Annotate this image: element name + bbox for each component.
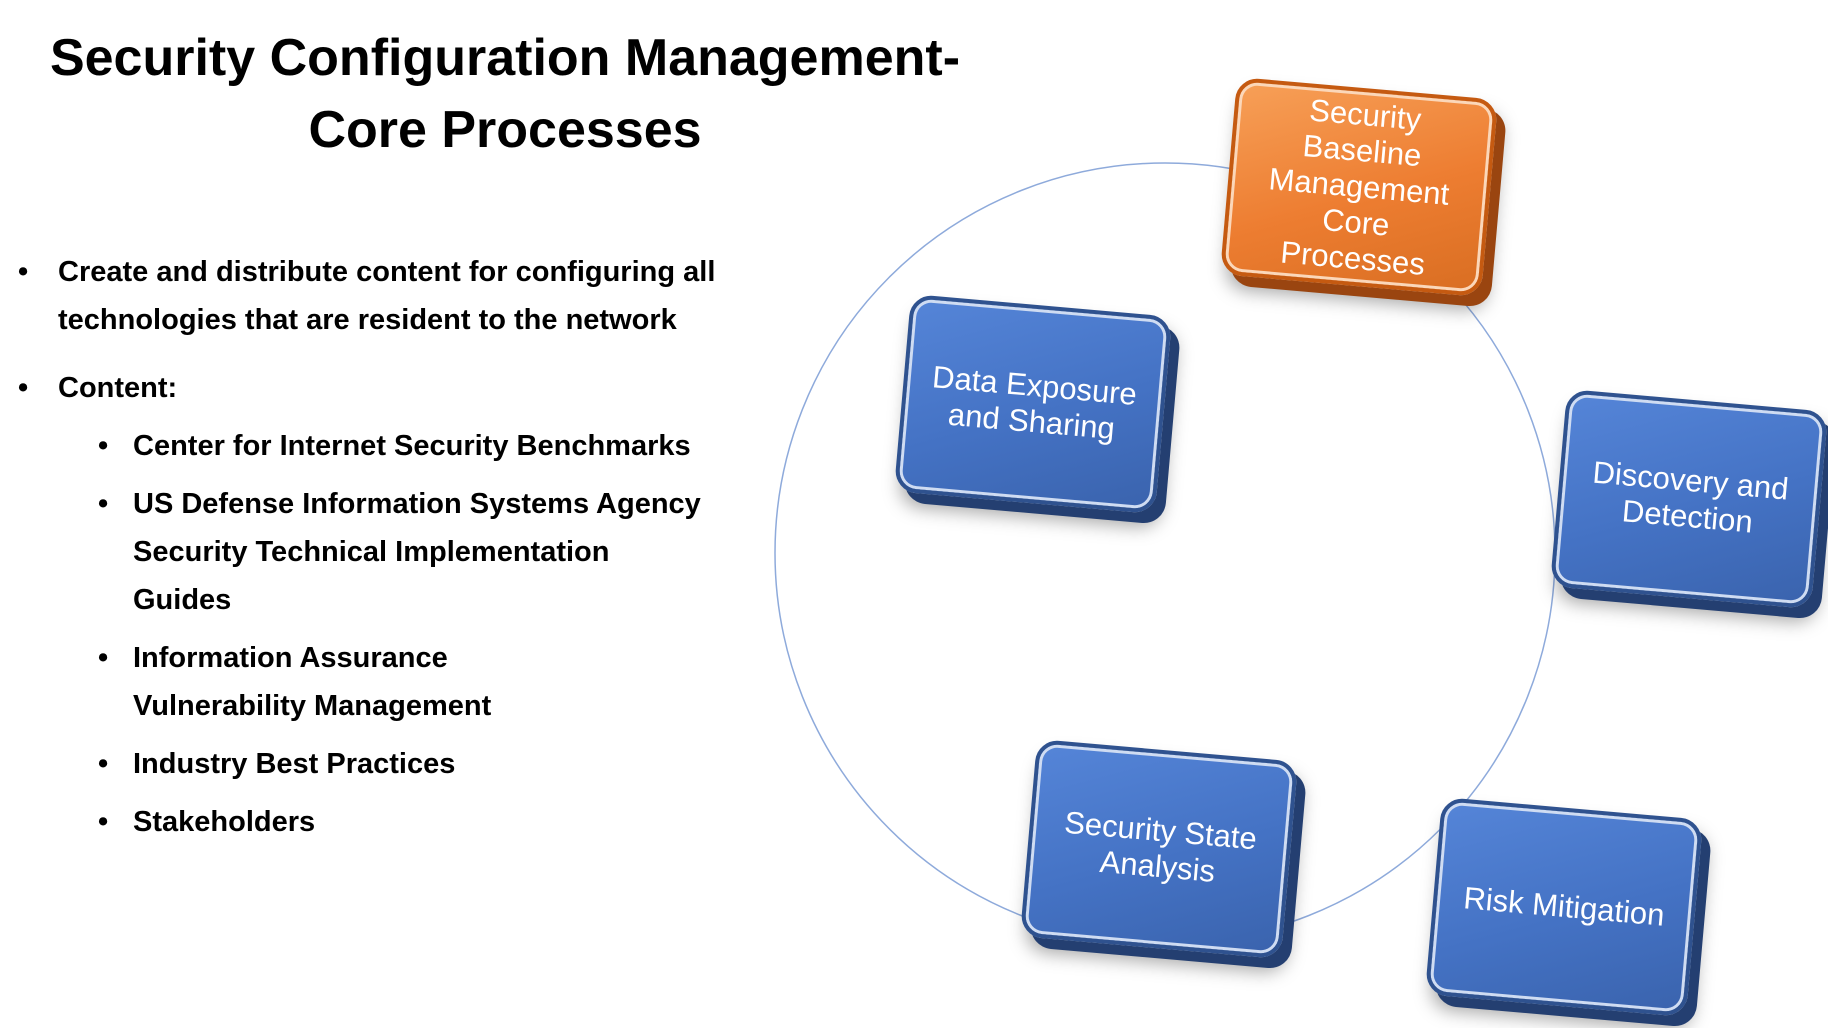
subitem-text: Guides: [133, 584, 232, 616]
subitem-text: Security Technical Implementation: [133, 536, 610, 568]
bullet-item-content: Content:: [18, 364, 778, 412]
node-text: Risk Mitigation: [1462, 880, 1666, 933]
node-discovery-detection: Discovery and Detection: [1549, 388, 1828, 610]
subitem-text: Center for Internet Security Benchmarks: [133, 430, 691, 462]
content-sublist: Center for Internet Security Benchmarks …: [18, 422, 778, 846]
subitem-text: Stakeholders: [133, 806, 316, 838]
node-security-baseline: Security Baseline Management Core Proces…: [1219, 76, 1499, 298]
subitem-disa-stig: US Defense Information Systems Agency Se…: [18, 480, 778, 624]
bullet-text-line-2: technologies that are resident to the ne…: [58, 304, 677, 336]
bullet-text-line-1: Create and distribute content for config…: [58, 256, 716, 288]
subitem-stakeholders: Stakeholders: [18, 798, 778, 846]
subitem-cis-benchmarks: Center for Internet Security Benchmarks: [18, 422, 778, 470]
title-line-1: Security Configuration Management-: [49, 29, 961, 87]
bullet-list: Create and distribute content for config…: [18, 248, 778, 856]
subitem-text: Vulnerability Management: [133, 690, 492, 722]
node-data-exposure-sharing: Data Exposure and Sharing: [893, 293, 1173, 515]
page-title: Security Configuration Management- Core …: [0, 22, 1010, 166]
subitem-text: Industry Best Practices: [133, 748, 456, 780]
subitem-best-practices: Industry Best Practices: [18, 740, 778, 788]
node-security-state-analysis: Security State Analysis: [1019, 738, 1299, 960]
subitem-iavm: Information Assurance Vulnerability Mana…: [18, 634, 778, 730]
bullet-item-create-distribute: Create and distribute content for config…: [18, 248, 778, 344]
title-line-2: Core Processes: [308, 101, 702, 159]
subitem-text: Information Assurance: [133, 642, 448, 674]
node-risk-mitigation: Risk Mitigation: [1424, 796, 1704, 1018]
bullet-content-label: Content:: [58, 372, 178, 404]
subitem-text: US Defense Information Systems Agency: [133, 488, 701, 520]
